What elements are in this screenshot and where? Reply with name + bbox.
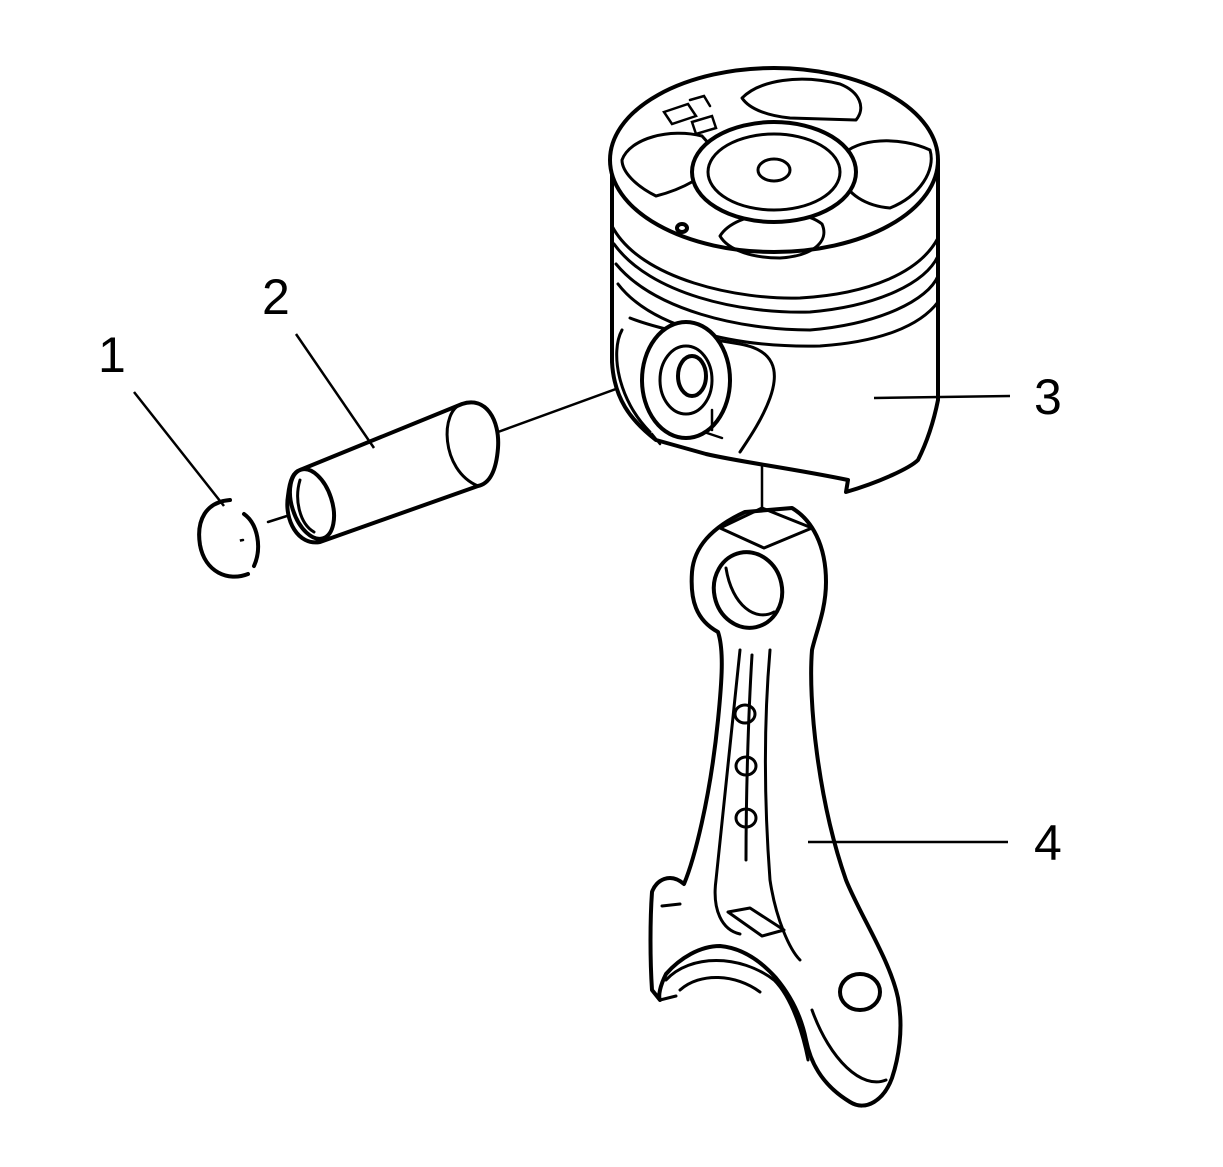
callout-labels: 1 2 3 4: [98, 269, 1062, 871]
retaining-clip: [197, 498, 261, 579]
leader-2: [294, 333, 376, 449]
leader-lines: [133, 333, 1011, 844]
callout-4: 4: [1034, 815, 1062, 871]
leader-1: [133, 391, 225, 507]
callout-1: 1: [98, 327, 126, 383]
piston: [608, 66, 940, 494]
leader-3: [873, 394, 1011, 400]
piston-pin: [285, 400, 501, 545]
callout-3: 3: [1034, 369, 1062, 425]
callout-2: 2: [262, 269, 290, 325]
connecting-rod: [648, 506, 903, 1108]
